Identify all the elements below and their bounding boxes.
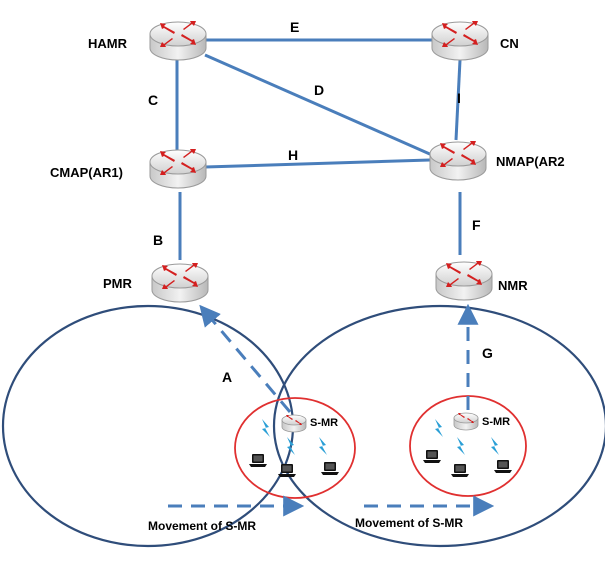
node-label-cmap: CMAP(AR1) — [50, 165, 123, 180]
link-label-a: A — [222, 369, 232, 385]
link-a — [199, 304, 292, 413]
router-icon — [149, 20, 207, 61]
movement-label-left: Movement of S-MR — [148, 519, 256, 533]
router-icon — [435, 260, 493, 301]
left-coverage-cell — [1, 304, 295, 548]
router-icon — [453, 412, 479, 431]
link-label-h: H — [288, 147, 298, 163]
router-icon — [281, 414, 307, 433]
node-label-nmap: NMAP(AR2 — [496, 154, 565, 169]
link-label-f: F — [472, 217, 481, 233]
link-label-e: E — [290, 19, 299, 35]
wireless-icon — [457, 437, 465, 455]
router-icon — [429, 140, 487, 181]
wireless-icon — [491, 437, 499, 455]
router-icon — [151, 262, 209, 303]
link-label-g: G — [482, 345, 493, 361]
node-label-smr-right: S-MR — [482, 416, 510, 428]
node-label-pmr: PMR — [103, 276, 133, 291]
node-label-nmr: NMR — [498, 278, 528, 293]
link-label-b: B — [153, 232, 163, 248]
laptop-icon — [423, 450, 441, 463]
link-label-d: D — [314, 82, 324, 98]
laptop-icon — [249, 454, 267, 467]
movement-label-right: Movement of S-MR — [355, 516, 463, 530]
laptop-icon — [321, 462, 339, 475]
link-label-c: C — [148, 92, 158, 108]
laptop-icon — [494, 460, 512, 473]
laptop-icon — [451, 464, 469, 477]
right-mobile-subnet — [409, 395, 527, 497]
laptop-icon — [278, 464, 296, 477]
router-icon — [149, 148, 207, 189]
wireless-icon — [435, 419, 443, 437]
link-label-i: I — [457, 90, 461, 106]
link-d — [204, 53, 433, 157]
wireless-icon — [262, 419, 270, 437]
wireless-icon — [319, 437, 327, 455]
link-i — [454, 59, 462, 141]
node-label-cn: CN — [500, 36, 519, 51]
right-coverage-cell — [272, 304, 605, 548]
link-h — [204, 158, 431, 169]
node-label-smr-left: S-MR — [310, 417, 338, 429]
router-icon — [431, 20, 489, 61]
node-label-hamr: HAMR — [88, 36, 128, 51]
